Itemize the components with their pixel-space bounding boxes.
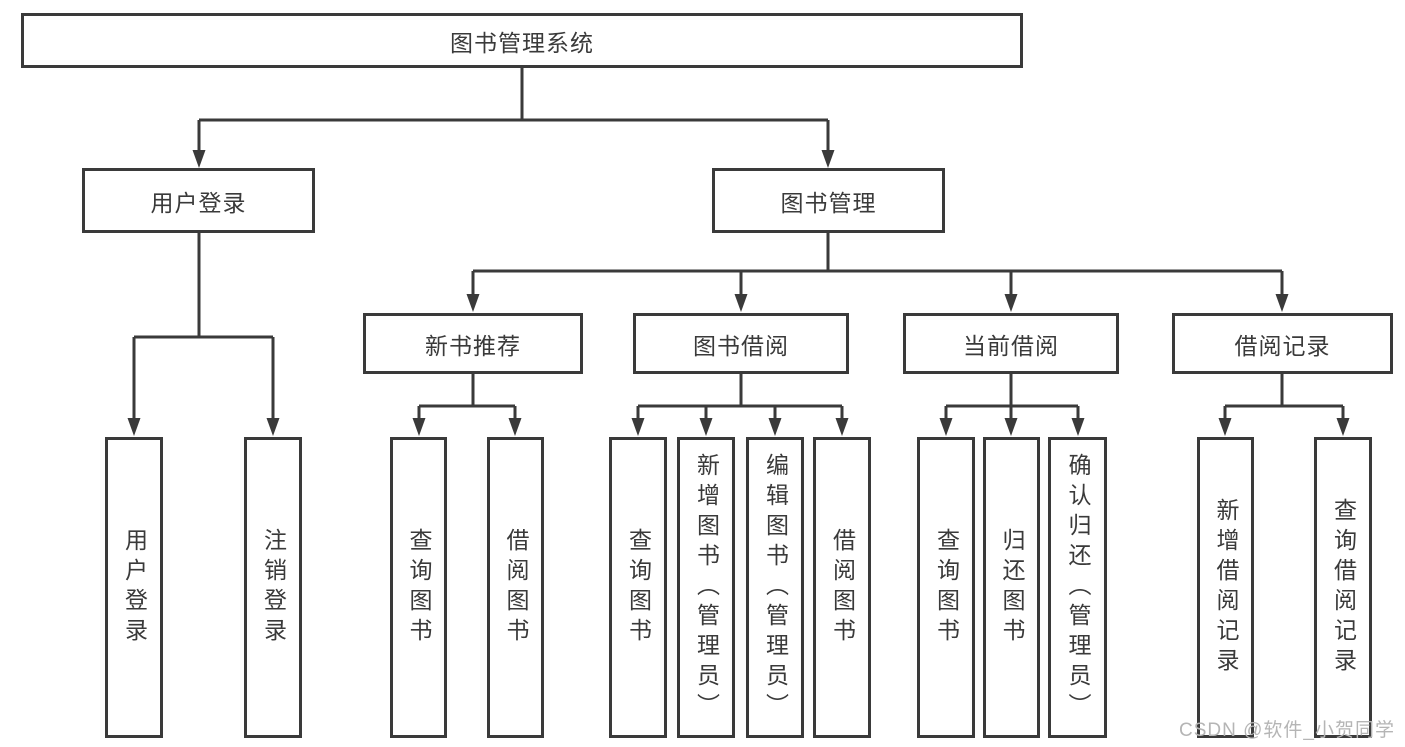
node-borrowing-records: 借阅记录 <box>1172 313 1393 374</box>
leaf-label: 借阅图书 <box>503 527 529 648</box>
node-book-borrowing: 图书借阅 <box>633 313 849 374</box>
leaf-query-books-2: 查询图书 <box>609 437 667 738</box>
node-label: 图书管理 <box>780 189 877 216</box>
leaf-label: 查询借阅记录 <box>1330 497 1357 678</box>
connector-rails <box>134 68 1343 408</box>
node-label: 借阅记录 <box>1234 332 1331 359</box>
leaf-query-books-1: 查询图书 <box>390 437 447 738</box>
node-label: 新书推荐 <box>425 332 521 359</box>
node-label: 当前借阅 <box>963 332 1059 359</box>
leaf-confirm-return-admin: 确认归还（管理员） <box>1048 437 1107 738</box>
leaf-add-borrow-record: 新增借阅记录 <box>1197 437 1254 738</box>
node-label: 图书管理系统 <box>450 29 594 56</box>
leaf-label: 用户登录 <box>121 527 148 648</box>
node-book-management-system: 图书管理系统 <box>21 13 1023 68</box>
node-current-borrowing: 当前借阅 <box>903 313 1119 374</box>
node-label: 图书借阅 <box>693 332 789 359</box>
leaf-return-books: 归还图书 <box>983 437 1040 738</box>
leaf-label: 查询图书 <box>625 527 652 648</box>
node-user-login: 用户登录 <box>82 168 315 233</box>
node-label: 用户登录 <box>150 189 247 216</box>
leaf-label: 借阅图书 <box>829 527 856 648</box>
leaf-label: 查询图书 <box>933 527 960 648</box>
leaf-label: 归还图书 <box>999 527 1025 648</box>
leaf-query-borrow-record: 查询借阅记录 <box>1314 437 1372 738</box>
leaf-add-books-admin: 新增图书（管理员） <box>677 437 735 738</box>
node-new-book-recommendation: 新书推荐 <box>363 313 583 374</box>
leaf-borrow-books-2: 借阅图书 <box>813 437 871 738</box>
leaf-label: 新增图书（管理员） <box>693 452 720 723</box>
leaf-label: 编辑图书（管理员） <box>762 452 789 723</box>
leaf-edit-books-admin: 编辑图书（管理员） <box>746 437 804 738</box>
leaf-label: 新增借阅记录 <box>1213 497 1239 678</box>
leaf-label: 查询图书 <box>406 527 432 648</box>
leaf-label: 确认归还（管理员） <box>1065 452 1091 723</box>
leaf-query-books-3: 查询图书 <box>917 437 975 738</box>
leaf-label: 注销登录 <box>260 527 287 648</box>
leaf-logout: 注销登录 <box>244 437 302 738</box>
leaf-user-login: 用户登录 <box>105 437 163 738</box>
node-book-management: 图书管理 <box>712 168 945 233</box>
leaf-borrow-books-1: 借阅图书 <box>487 437 544 738</box>
